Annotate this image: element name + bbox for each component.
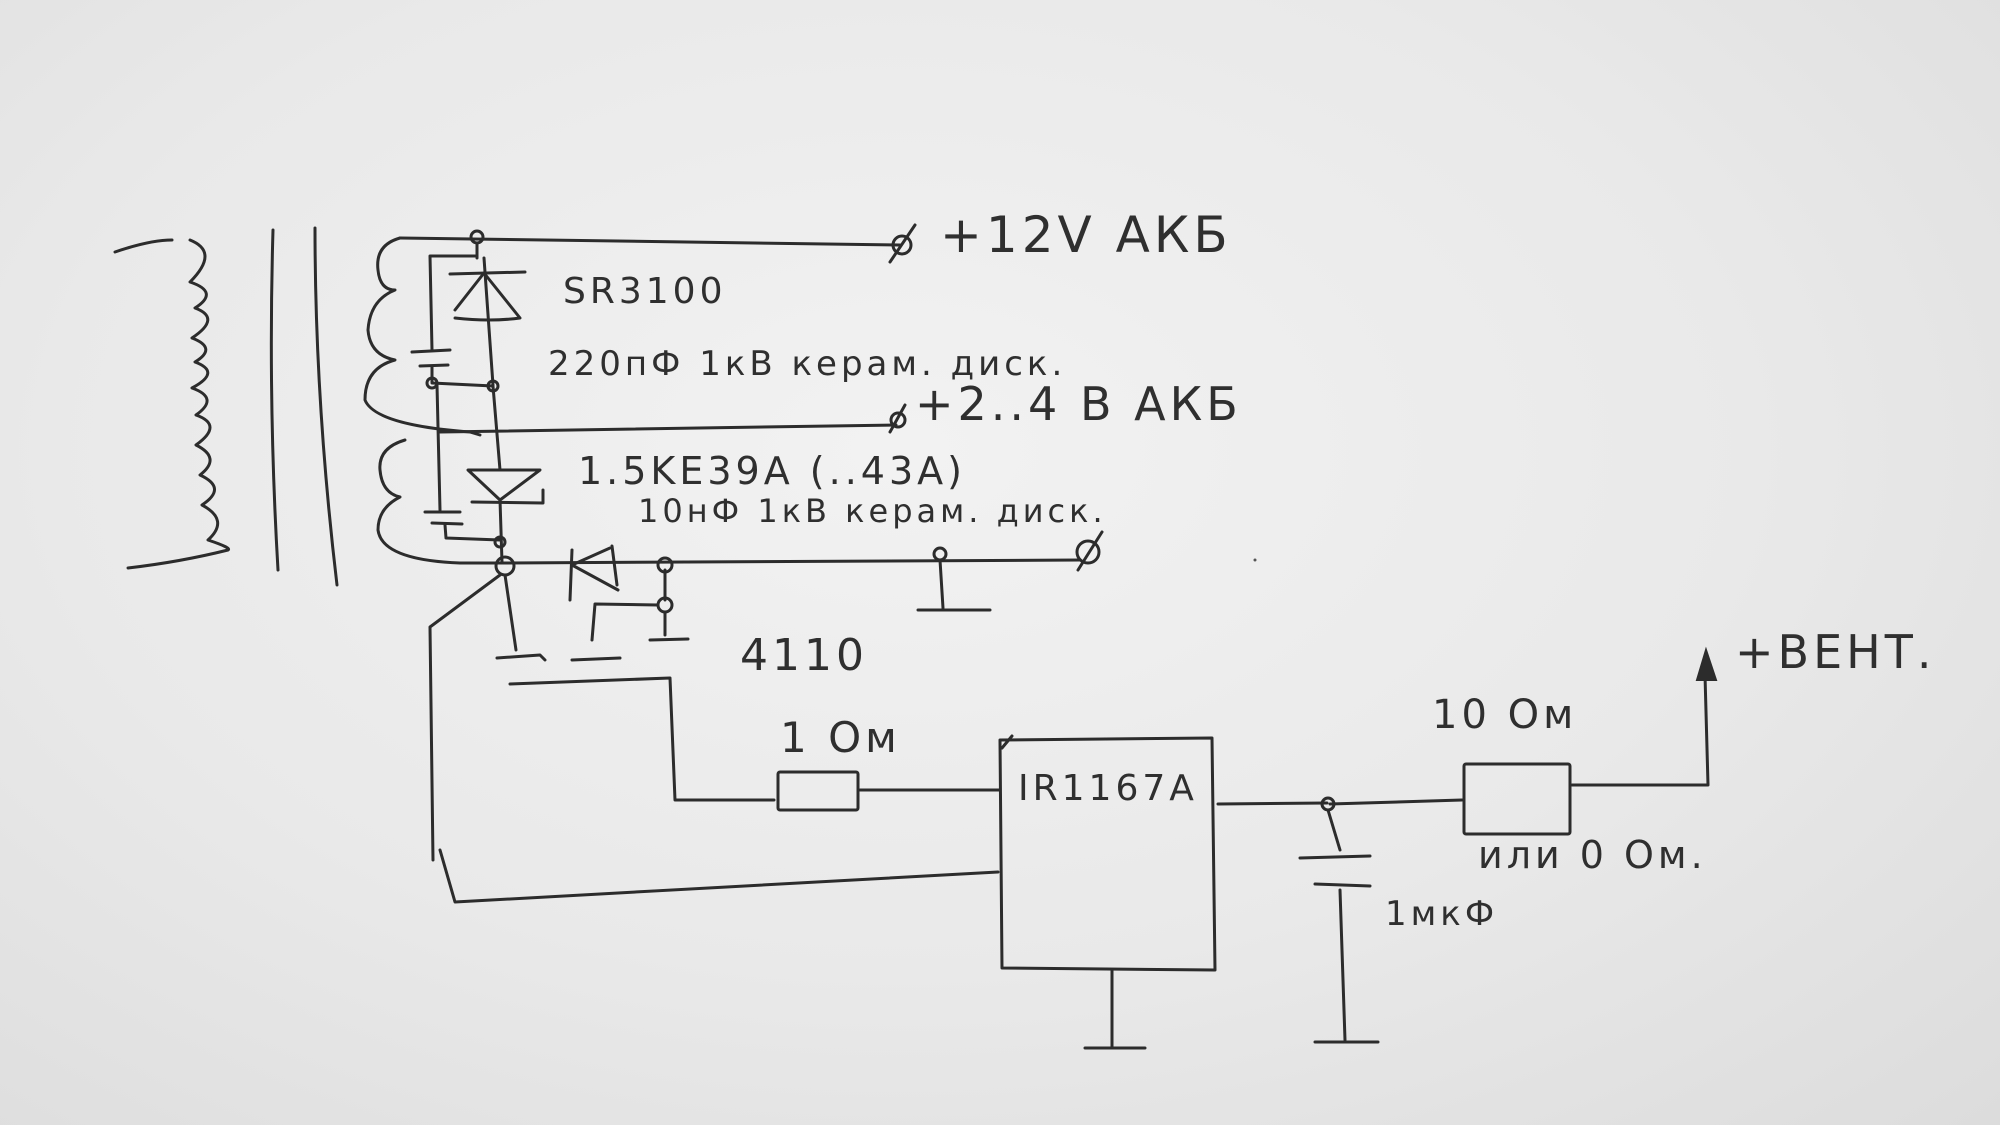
gate-line — [508, 676, 1002, 802]
transformer-core — [269, 226, 339, 587]
label-resistor-1-ohm: 1 Ом — [780, 713, 901, 762]
label-tvs-diode: 1.5KE39A (..43A) — [578, 449, 966, 493]
label-output-terminal: +ВЕНТ. — [1735, 625, 1935, 679]
label-capacitor-1uf: 1мкФ — [1385, 894, 1498, 934]
label-sr3100: SR3100 — [563, 271, 726, 312]
rail-24v — [438, 403, 907, 434]
transformer-secondary-winding-upper — [363, 236, 482, 437]
resistor-10-ohm — [1462, 762, 1572, 836]
capacitor-1uf — [1298, 808, 1380, 1044]
tvs-diode-1-5ke39a — [466, 384, 545, 564]
label-resistor-alt: или 0 Ом. — [1478, 833, 1707, 877]
ic-ir1167a — [998, 734, 1217, 1050]
diode-sr3100 — [448, 241, 527, 387]
label-10nf: 10нФ 1кВ керам. диск. — [638, 492, 1107, 530]
label-mosfet-4110: 4110 — [740, 630, 868, 681]
resistor-1-ohm — [776, 770, 860, 812]
transformer-secondary-winding-lower — [376, 438, 502, 565]
drain-line — [494, 530, 1104, 612]
label-220pf: 220пФ 1кВ керам. диск. — [548, 344, 1066, 384]
label-terminal-24v: +2..4 В АКБ — [915, 377, 1242, 431]
label-ic-ir1167a: IR1167A — [1018, 768, 1198, 809]
label-resistor-10-ohm: 10 Ом — [1432, 692, 1577, 738]
transformer-primary-winding — [113, 238, 231, 570]
mosfet-4110 — [495, 544, 690, 662]
label-terminal-12v: +12V АКБ — [940, 206, 1232, 264]
source-return-line — [428, 573, 1000, 904]
capacitor-10nf — [423, 383, 507, 549]
output-line — [1216, 646, 1718, 812]
capacitor-220pf — [410, 254, 500, 393]
